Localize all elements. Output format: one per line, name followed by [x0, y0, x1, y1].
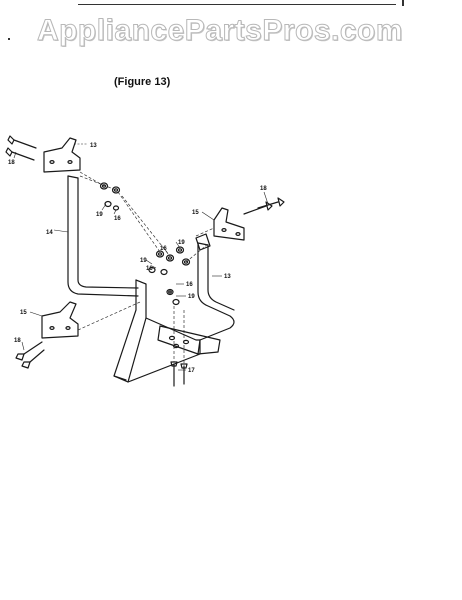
bracket-right — [213, 207, 245, 241]
scan-mark — [8, 38, 10, 40]
callout-16-b: 16 — [160, 246, 167, 252]
exploded-parts-diagram: 13 18 19 16 14 18 15 19 16 19 16 13 16 1… — [5, 135, 285, 387]
bolt-top-left — [5, 135, 37, 161]
right-frame-tube — [197, 242, 235, 341]
bolt-bottom-left — [15, 341, 45, 369]
callout-17: 17 — [188, 368, 195, 374]
callout-15-left: 15 — [20, 310, 27, 316]
callout-16-c: 16 — [146, 266, 153, 272]
bolt-right — [243, 197, 285, 215]
assembly-lines — [77, 171, 215, 364]
hardware-cluster-middle — [148, 246, 191, 276]
foot-plate — [157, 325, 221, 355]
callout-18-right: 18 — [260, 186, 267, 192]
callout-16-a: 16 — [114, 216, 121, 222]
callout-19-c: 19 — [140, 258, 147, 264]
top-rule — [78, 4, 396, 5]
callout-labels: 13 18 19 16 14 18 15 19 16 19 16 13 16 1… — [8, 143, 267, 374]
bracket-lower-left — [41, 301, 79, 339]
hardware-cluster-top — [99, 182, 121, 211]
callout-19-a: 19 — [96, 212, 103, 218]
callout-19-d: 19 — [188, 294, 195, 300]
leader-lines — [13, 143, 269, 371]
left-frame-tube — [67, 175, 139, 297]
callout-13-top: 13 — [90, 143, 97, 149]
callout-15-right: 15 — [192, 210, 199, 216]
stand-base — [113, 279, 201, 383]
callout-18-topleft: 18 — [8, 160, 15, 166]
callout-18-bottomleft: 18 — [14, 338, 21, 344]
callout-19-b: 19 — [178, 240, 185, 246]
callout-16-d: 16 — [186, 282, 193, 288]
top-tick — [402, 0, 404, 6]
mount-plate-right — [195, 233, 211, 251]
bolt-foot — [170, 361, 188, 387]
hardware-cluster-lower — [166, 288, 180, 306]
figure-caption: (Figure 13) — [114, 76, 171, 88]
site-watermark: AppliancePartsPros.com — [36, 14, 404, 48]
bracket-top-left — [43, 137, 81, 173]
callout-14: 14 — [46, 230, 53, 236]
callout-13-right: 13 — [224, 274, 231, 280]
